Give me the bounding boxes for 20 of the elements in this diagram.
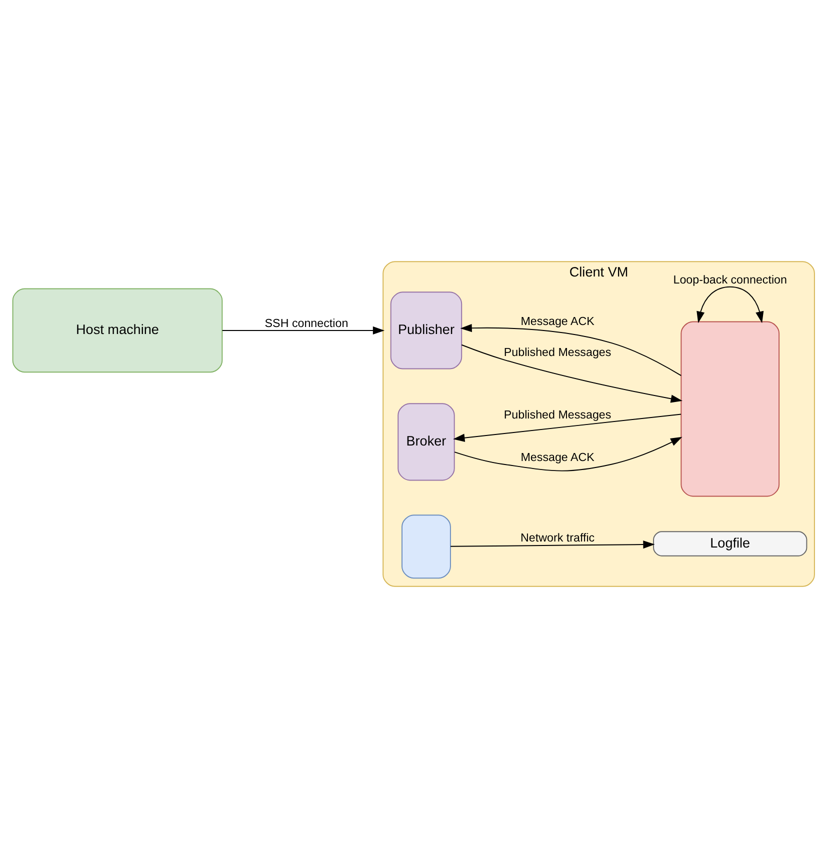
arrow bbox=[460, 323, 682, 376]
edge-label: Loop-back connection bbox=[673, 273, 787, 286]
arrow bbox=[453, 413, 682, 442]
edge-label: Network traffic bbox=[520, 530, 595, 544]
node-box: Logfile bbox=[653, 530, 808, 556]
edge-label: SSH connection bbox=[264, 316, 348, 330]
node-box: Broker bbox=[398, 402, 455, 480]
node-box: Host machine bbox=[12, 288, 223, 372]
edge-label: Published Messages bbox=[504, 346, 612, 359]
arrow bbox=[222, 326, 385, 334]
edge-label: Message ACK bbox=[520, 314, 594, 328]
edge-label: Published Messages bbox=[504, 408, 612, 421]
node-box bbox=[680, 320, 780, 496]
arrow bbox=[454, 436, 682, 471]
arrow bbox=[450, 540, 655, 548]
arrow bbox=[461, 344, 682, 402]
node-box bbox=[402, 514, 451, 578]
arrow bbox=[696, 286, 764, 323]
edge-label: Message ACK bbox=[520, 450, 594, 464]
node-box: Publisher bbox=[390, 291, 462, 369]
